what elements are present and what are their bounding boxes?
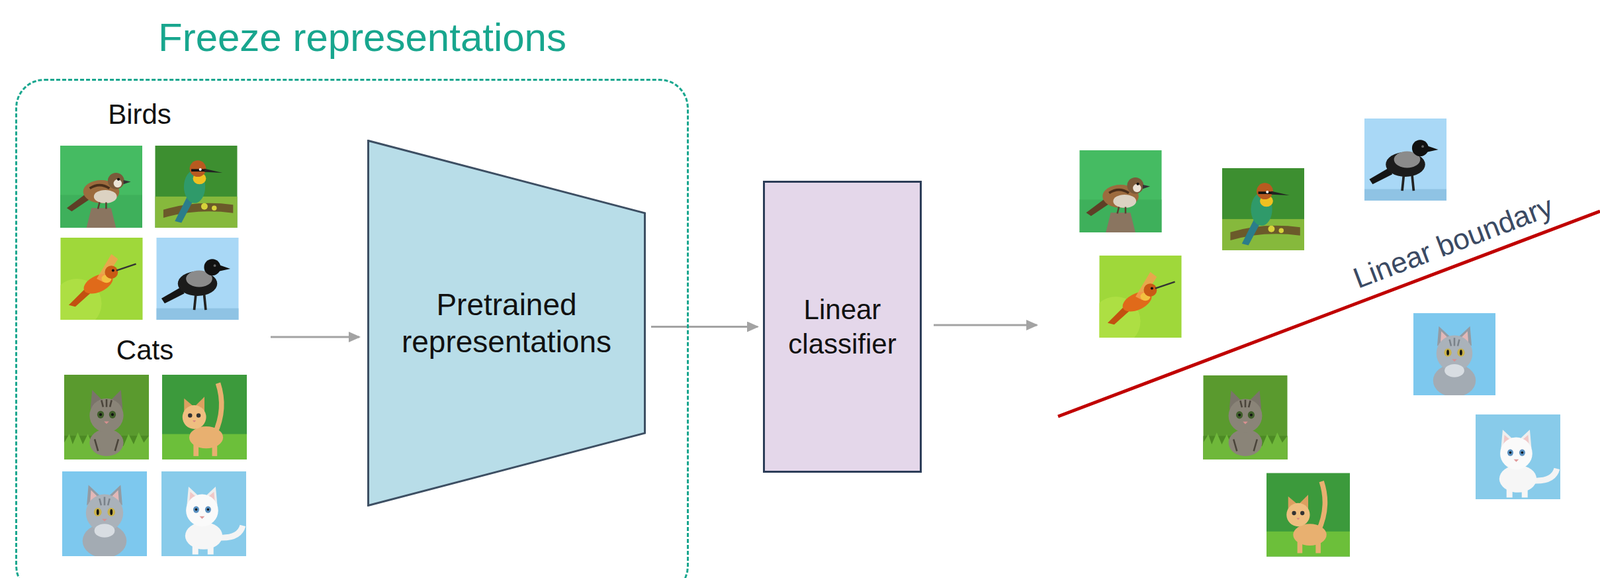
cat-image: [1203, 375, 1288, 460]
group-heading: Freeze representations: [158, 14, 567, 61]
group-label: Birds: [107, 99, 172, 130]
node-text: Linear classifier: [776, 292, 909, 360]
bird-image: [1091, 255, 1182, 346]
bird-image: [1364, 118, 1447, 201]
cat-image: [162, 374, 247, 460]
bird-image: [1222, 168, 1305, 251]
trapezoid-outline: [367, 139, 646, 507]
connector-arrow: [651, 325, 758, 328]
boundary-label: Linear boundary: [1349, 189, 1558, 295]
output-arrow: [933, 324, 1037, 327]
cat-image: [161, 471, 247, 556]
trapezoid-shape: [368, 140, 646, 506]
group-label: Cats: [116, 334, 174, 366]
cat-image: [1413, 312, 1496, 397]
bird-image: [156, 237, 239, 320]
encoder-trapezoid: Pretrained representations: [367, 139, 646, 507]
linear-boundary-line: [1058, 211, 1600, 417]
bird-image: [155, 145, 238, 228]
input-arrow: [270, 336, 360, 339]
cat-image: [1266, 473, 1350, 557]
cat-image: [64, 374, 149, 460]
cat-image: [1475, 414, 1561, 499]
freeze-group: Freeze representationsPretrained represe…: [15, 78, 689, 578]
cat-image: [62, 471, 147, 558]
bird-image: [1079, 150, 1162, 233]
classifier-box: Linear classifier: [762, 180, 922, 473]
bird-image: [52, 237, 143, 328]
bird-image: [60, 145, 143, 228]
node-text: Pretrained representations: [384, 285, 630, 360]
